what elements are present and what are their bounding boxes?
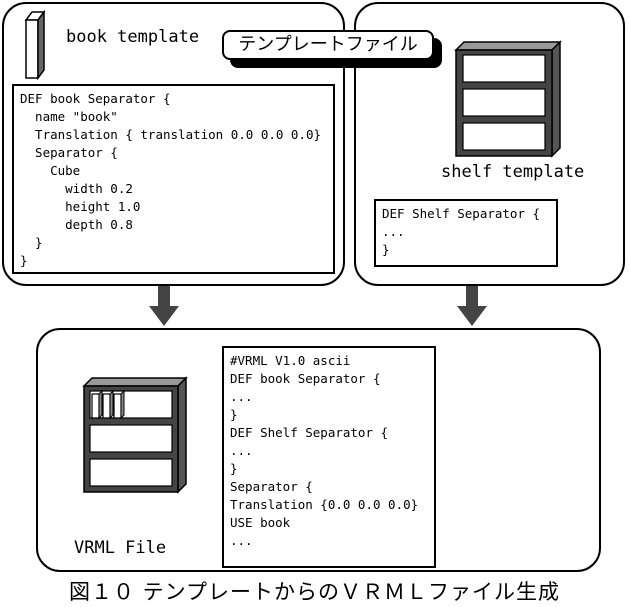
arrow-down-right-icon bbox=[457, 286, 487, 326]
figure-caption: 図１０ テンプレートからのＶＲＭＬファイル生成 bbox=[68, 580, 561, 604]
shelf-icon bbox=[454, 40, 562, 158]
vrml-file-label: VRML File bbox=[74, 538, 167, 558]
shelf-template-code: DEF Shelf Separator { ... } bbox=[374, 199, 558, 267]
callout-text: テンプレートファイル bbox=[222, 30, 434, 60]
book-template-code: DEF book Separator { name "book" Transla… bbox=[12, 84, 335, 274]
arrow-down-left-icon bbox=[149, 286, 179, 326]
book-icon bbox=[24, 9, 46, 81]
vrml-file-code: #VRML V1.0 ascii DEF book Separator { ..… bbox=[222, 346, 436, 568]
book-template-label: book template bbox=[66, 27, 200, 47]
bookshelf-with-books-icon bbox=[82, 376, 188, 494]
shelf-template-label: shelf template bbox=[441, 162, 585, 182]
template-file-callout: テンプレートファイル bbox=[222, 30, 444, 70]
